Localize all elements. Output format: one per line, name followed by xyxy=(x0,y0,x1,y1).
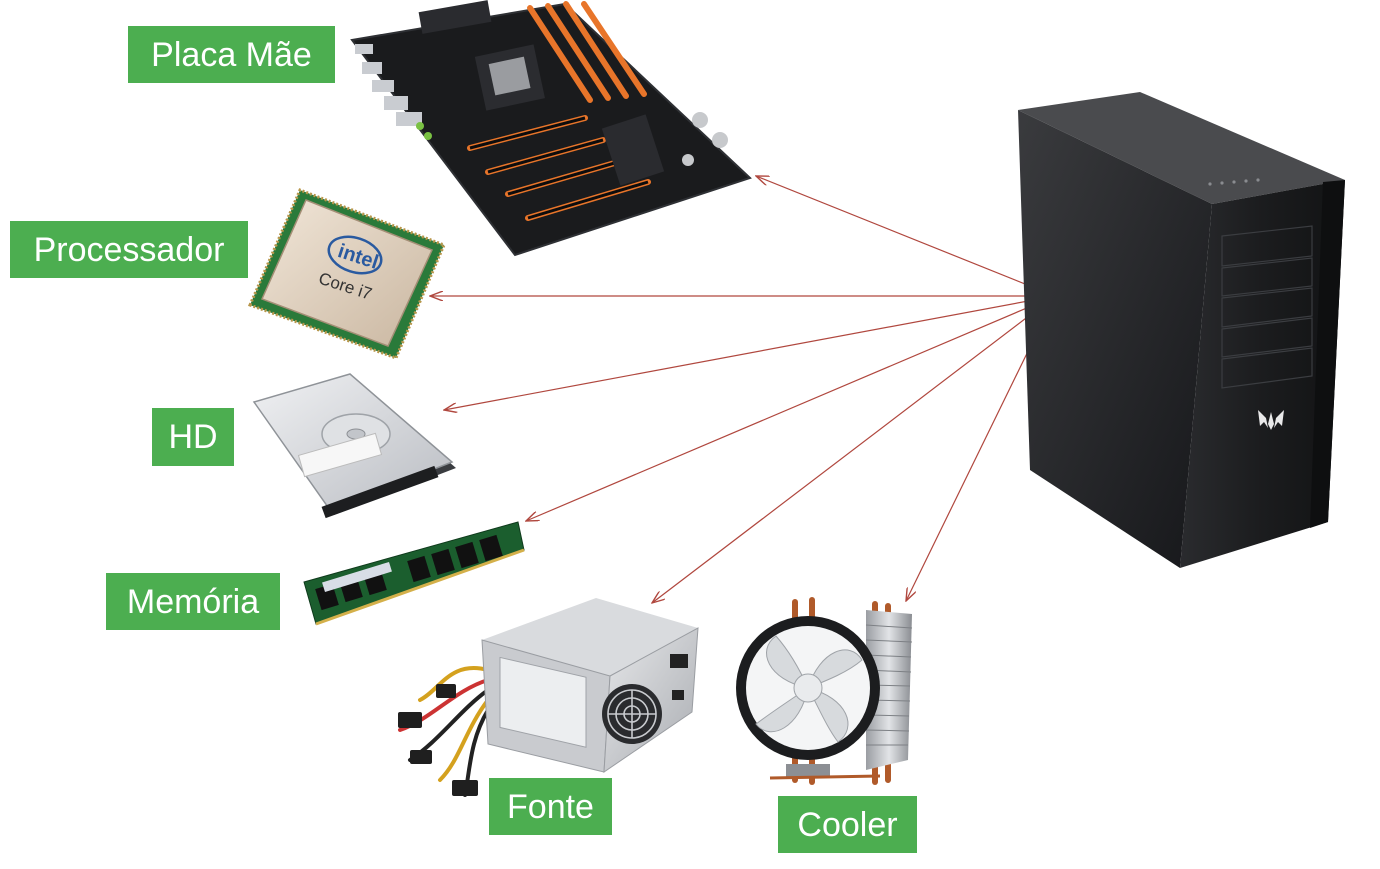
cpu-cooler-icon xyxy=(736,597,913,785)
placa-mae-label: Placa Mãe xyxy=(128,26,335,83)
arrow-to-placa-mae xyxy=(756,176,1056,297)
hd-label: HD xyxy=(152,408,234,466)
pc-tower-case-icon xyxy=(1018,92,1345,568)
cpu-icon: intel Core i7 xyxy=(247,188,446,360)
ram-module-icon xyxy=(303,521,525,626)
processador-label: Processador xyxy=(10,221,248,278)
fonte-label: Fonte xyxy=(489,778,612,835)
arrow-to-hd xyxy=(444,295,1056,410)
arrow-to-fonte xyxy=(652,295,1056,603)
power-supply-icon xyxy=(398,598,699,797)
arrow-to-memoria xyxy=(526,295,1056,521)
cooler-label: Cooler xyxy=(778,796,917,853)
motherboard-icon xyxy=(350,0,752,257)
hard-drive-icon xyxy=(252,373,456,519)
memoria-label: Memória xyxy=(106,573,280,630)
